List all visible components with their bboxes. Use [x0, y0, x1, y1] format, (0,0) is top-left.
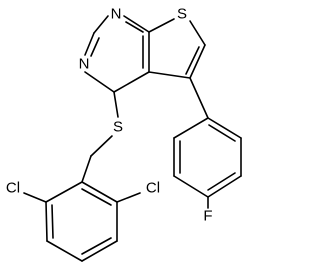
molecule-structure: N N S S F Cl Cl [6, 6, 242, 262]
bond-c2-c3 [45, 201, 48, 242]
bond-c4-c4a [113, 71, 150, 93]
atom-cl-left-label: Cl [6, 180, 20, 197]
atom-cl-right-label: Cl [146, 180, 160, 197]
bond-ar-c3-c4-inner [207, 172, 236, 191]
bond-c4-s [113, 91, 119, 118]
bond-ar-c1-c2 [207, 117, 242, 139]
bond-c5-ar [189, 77, 209, 119]
bond-c7a-s [148, 18, 175, 33]
atom-s-link-label: S [113, 119, 123, 136]
structure-canvas: N N S S F Cl Cl [6, 6, 242, 262]
bond-ar-c3-c4 [207, 175, 242, 198]
atom-s-ring-label: S [177, 6, 187, 23]
bond-ar-c1-c2-inner [208, 124, 236, 142]
atom-n2-label: N [79, 56, 90, 73]
bond-c7a-n1 [123, 15, 150, 33]
bond-c2-c3-inner [51, 204, 54, 239]
bond-c2-cl [23, 192, 47, 203]
bond-c6-cl [116, 192, 141, 203]
bond-c2-n3 [84, 32, 95, 56]
bond-s-ch2 [90, 135, 113, 157]
bond-n1-c2 [93, 15, 109, 34]
bond-c6-c1-inner [81, 188, 112, 206]
bond-c5-c4a [148, 71, 191, 79]
bond-ar-c6-c1 [173, 117, 209, 139]
bond-ar-c4-c5 [173, 175, 209, 198]
atom-n1-label: N [111, 6, 122, 23]
atom-f-label: F [203, 208, 212, 225]
bond-s-c6 [189, 20, 206, 46]
bond-ch2-c1 [81, 155, 92, 183]
bond-c3-c4 [46, 240, 83, 262]
bond-c1-c2 [45, 181, 83, 203]
bond-c4-c5 [81, 240, 118, 262]
bond-c6-c1 [81, 181, 118, 203]
bond-c4-c5-inner [81, 237, 112, 255]
bond-n1-c7a-inner [125, 21, 144, 33]
bond-c2-n3-inner [90, 37, 100, 57]
bond-n3-c4 [84, 71, 115, 93]
bond-c6-c5 [189, 44, 206, 79]
bond-c6-c5-inner [185, 46, 200, 75]
